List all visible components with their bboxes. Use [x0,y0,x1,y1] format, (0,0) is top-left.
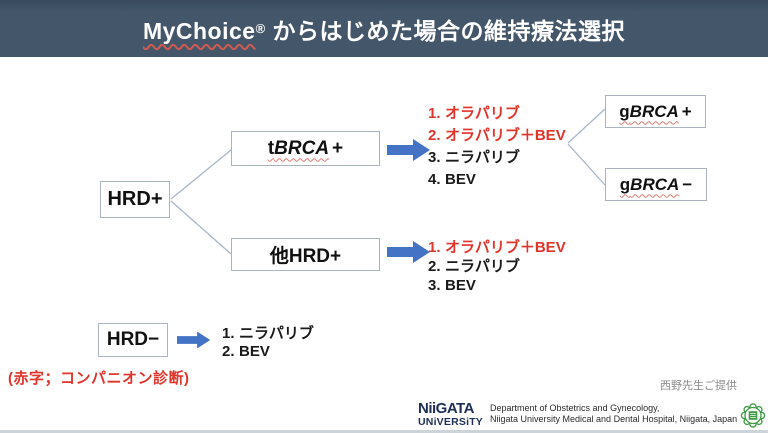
university-emblem-icon [740,403,766,428]
list-item: 2.オラパリブ＋BEV [428,127,566,144]
page-title: MyChoice® からはじめた場合の維持療法選択 [143,12,625,46]
node-label: tBRCA [267,137,330,159]
node-label: HRD+ [107,188,163,210]
list-item: 1.オラパリブ＋BEV [428,239,566,256]
node-label: HRD− [106,329,160,350]
arrow-right-icon [387,139,430,161]
department-text: Department of Obstetrics and Gynecology,… [490,403,738,425]
node-tbrca-plus: tBRCA+ [231,131,380,166]
university-logo-block: NiiGATA UNiVERSiTY Department of Obstetr… [418,401,737,428]
list-item: 3.ニラパリブ [428,149,520,166]
therapy-list-other-hrd: 1.オラパリブ＋BEV 2.ニラパリブ 3.BEV [428,238,566,295]
node-other-hrd-plus: 他HRD+ [231,238,380,271]
list-item: 3.BEV [428,277,476,294]
legend-red-note: (赤字；コンパニオン診断) [8,370,190,387]
node-label: gBRCA [619,174,680,194]
therapy-list-hrd-minus: 1.ニラパリブ 2.BEV [222,325,314,361]
header-bar: MyChoice® からはじめた場合の維持療法選択 [0,0,768,57]
node-label: gBRCA [619,101,679,121]
registered-mark: ® [255,20,266,36]
list-item: 2.BEV [222,343,270,360]
node-gbrca-plus: gBRCA+ [605,95,706,128]
node-hrd-plus: HRD+ [100,181,170,218]
list-item: 2.ニラパリブ [428,258,520,275]
slide-bottom-edge [0,430,768,433]
node-gbrca-minus: gBRCA− [605,168,707,201]
credit-text: 西野先生ご提供 [660,380,737,392]
arrow-right-icon [177,331,211,349]
arrow-right-icon [387,241,430,263]
list-item: 1.オラパリブ [428,105,520,122]
list-item: 1.ニラパリブ [222,325,314,342]
title-rest: からはじめた場合の維持療法選択 [265,17,626,44]
niigata-university-wordmark: NiiGATA UNiVERSiTY [418,400,484,428]
list-item: 4.BEV [428,171,476,188]
node-label: 他HRD+ [269,246,342,267]
title-brand: MyChoice [142,17,256,44]
node-hrd-minus: HRD− [98,323,168,357]
therapy-list-tbrca: 1.オラパリブ 2.オラパリブ＋BEV 3.ニラパリブ 4.BEV [428,103,566,191]
